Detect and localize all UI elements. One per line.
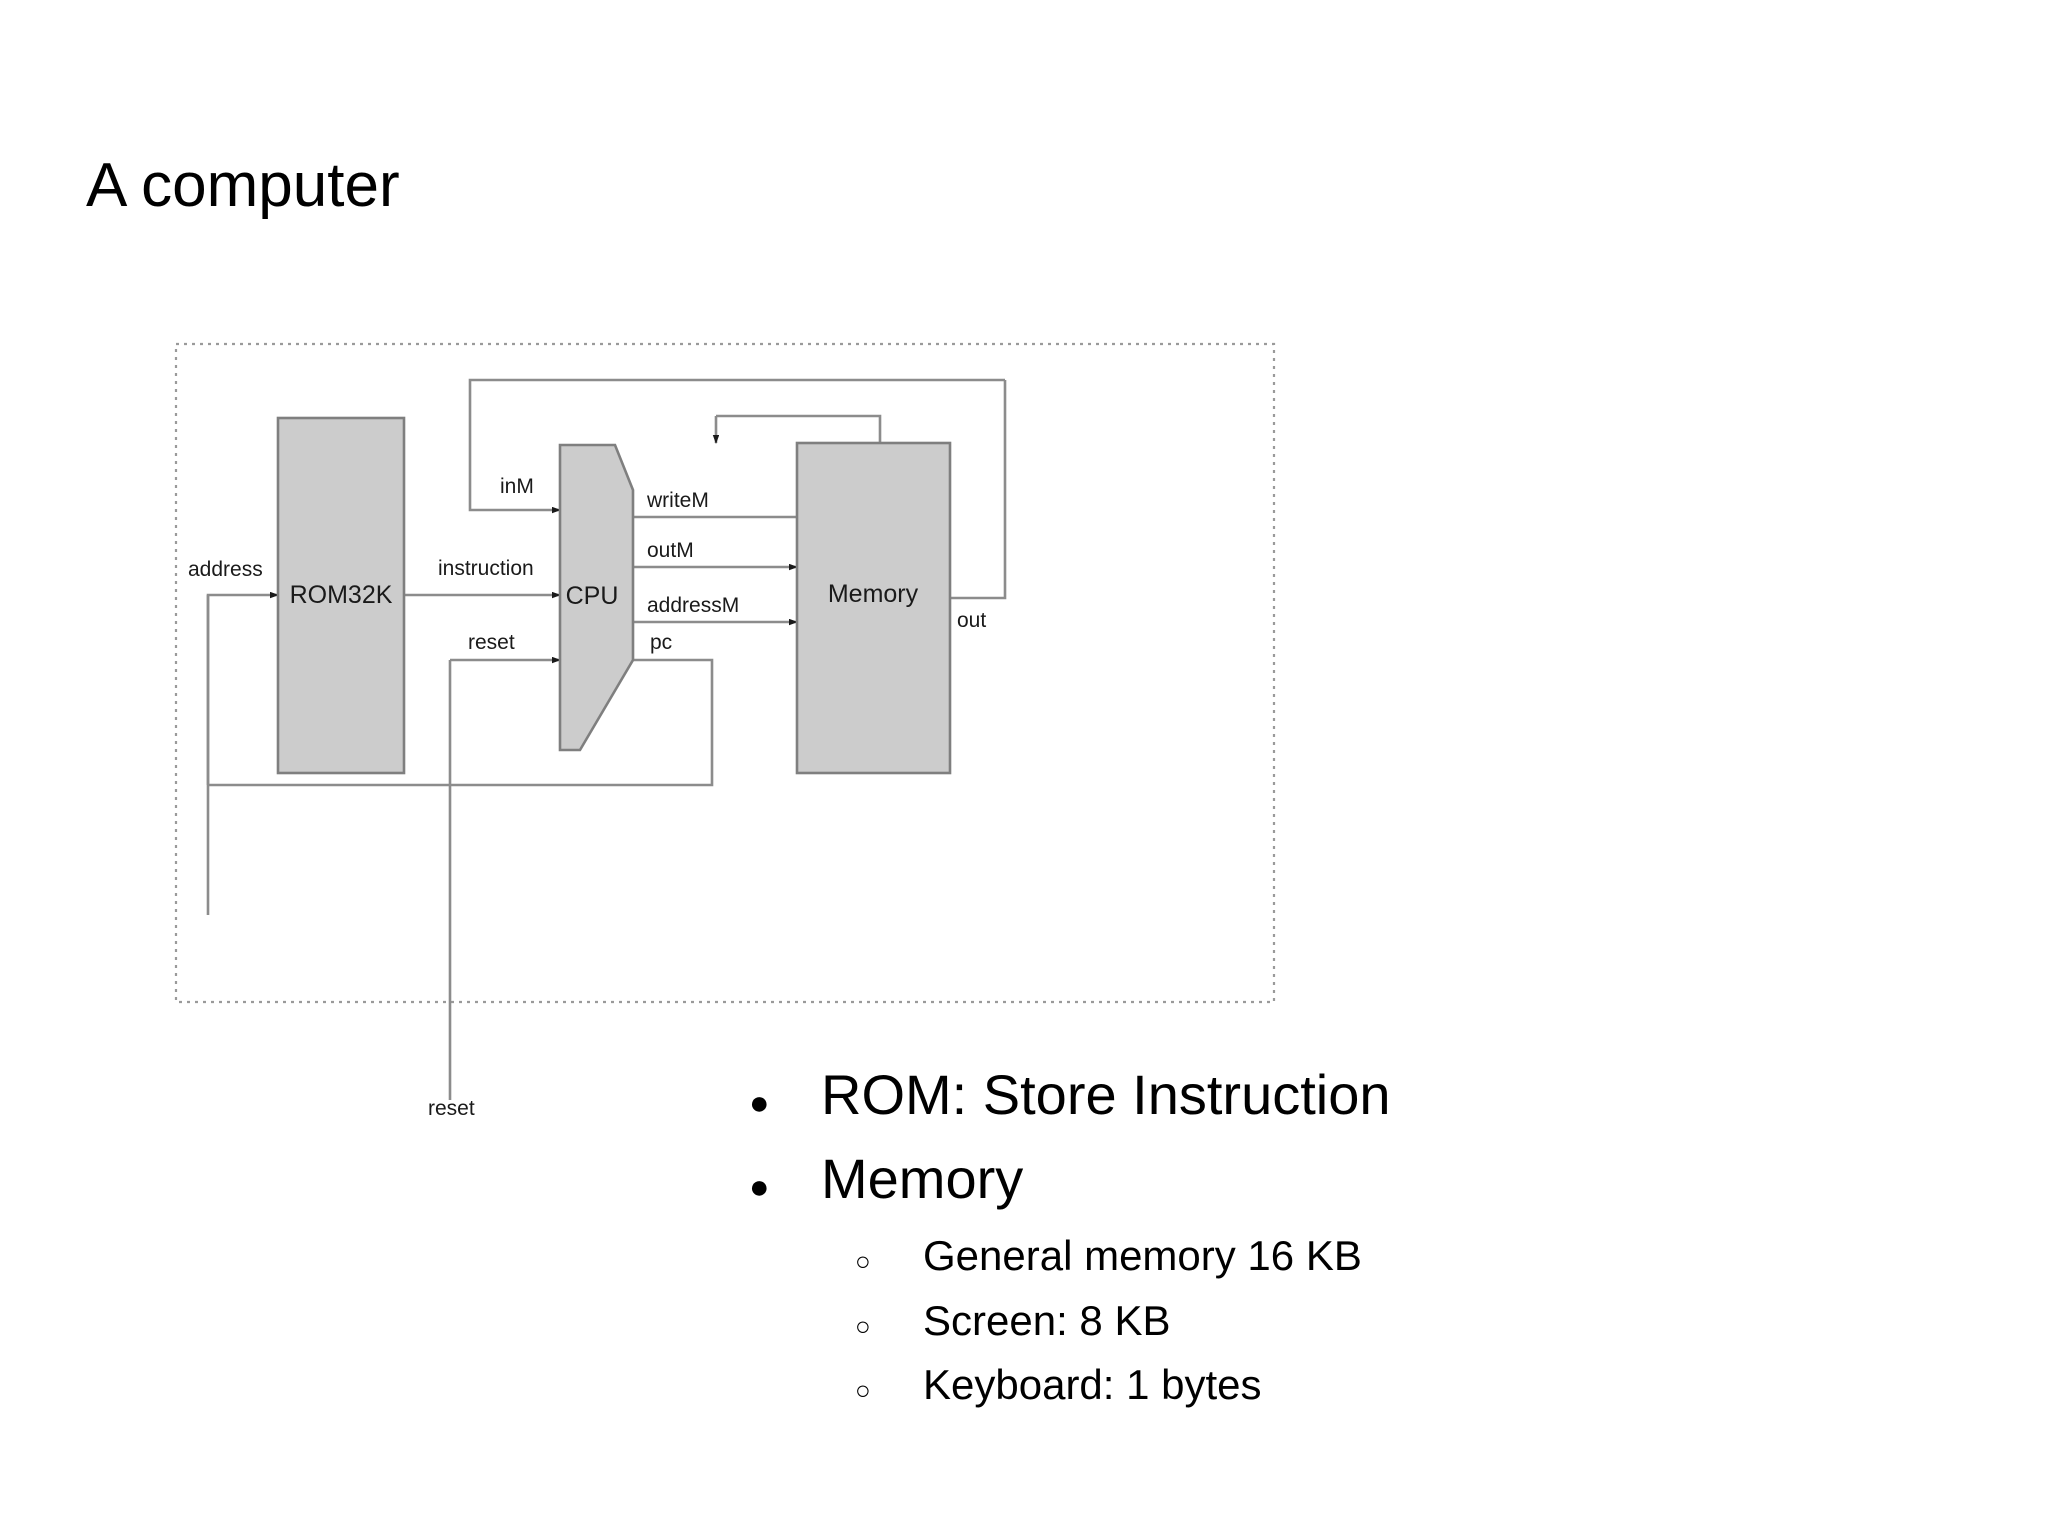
wire-out — [950, 380, 1007, 600]
list-item: General memory 16 KB — [745, 1230, 1895, 1283]
wire-label-instruction: instruction — [438, 557, 534, 580]
wire-label-address: address — [188, 558, 263, 581]
page-title: A computer — [86, 151, 400, 220]
wire-label-writem: writeM — [646, 489, 709, 512]
wire-label-reset-external: reset — [428, 1097, 475, 1120]
wire-label-addressm: addressM — [647, 594, 739, 617]
wire-label-inm: inM — [500, 475, 534, 498]
computer-architecture-diagram: ROM32K CPU Memory address instruction in… — [160, 330, 1320, 1120]
wire-label-reset-in: reset — [468, 631, 515, 654]
list-item: Memory — [745, 1144, 1895, 1214]
block-rom32k — [276, 416, 406, 775]
block-memory-label: Memory — [828, 580, 919, 608]
wire-label-pc: pc — [650, 631, 672, 654]
bullet-text: Memory — [821, 1147, 1024, 1210]
bullet-text: ROM: Store Instruction — [821, 1063, 1391, 1126]
list-item: ROM: Store Instruction — [745, 1060, 1895, 1130]
sub-bullet-text: General memory 16 KB — [923, 1232, 1362, 1279]
computer-boundary — [174, 342, 1276, 1004]
list-item: Screen: 8 KB — [745, 1295, 1895, 1348]
wire-address — [206, 591, 279, 915]
block-cpu — [558, 443, 635, 752]
wire-inm — [468, 378, 1005, 514]
wire-label-outm: outM — [647, 539, 694, 562]
bullet-list: ROM: Store Instruction Memory General me… — [745, 1060, 1895, 1424]
block-rom32k-label: ROM32K — [290, 581, 393, 609]
bullet-hollow-icon — [855, 1248, 923, 1274]
bullet-filled-icon — [745, 1170, 821, 1204]
bullet-hollow-icon — [855, 1377, 923, 1403]
sub-bullet-list: General memory 16 KB Screen: 8 KB Keyboa… — [745, 1230, 1895, 1412]
list-item: Keyboard: 1 bytes — [745, 1359, 1895, 1412]
sub-bullet-text: Screen: 8 KB — [923, 1296, 1171, 1344]
block-memory — [795, 441, 952, 775]
block-cpu-label: CPU — [566, 582, 619, 610]
sub-bullet-text: Keyboard: 1 bytes — [923, 1361, 1262, 1408]
bullet-hollow-icon — [855, 1313, 923, 1339]
wire-label-out: out — [957, 609, 986, 632]
bullet-filled-icon — [745, 1086, 821, 1120]
wire-pc — [208, 658, 714, 787]
